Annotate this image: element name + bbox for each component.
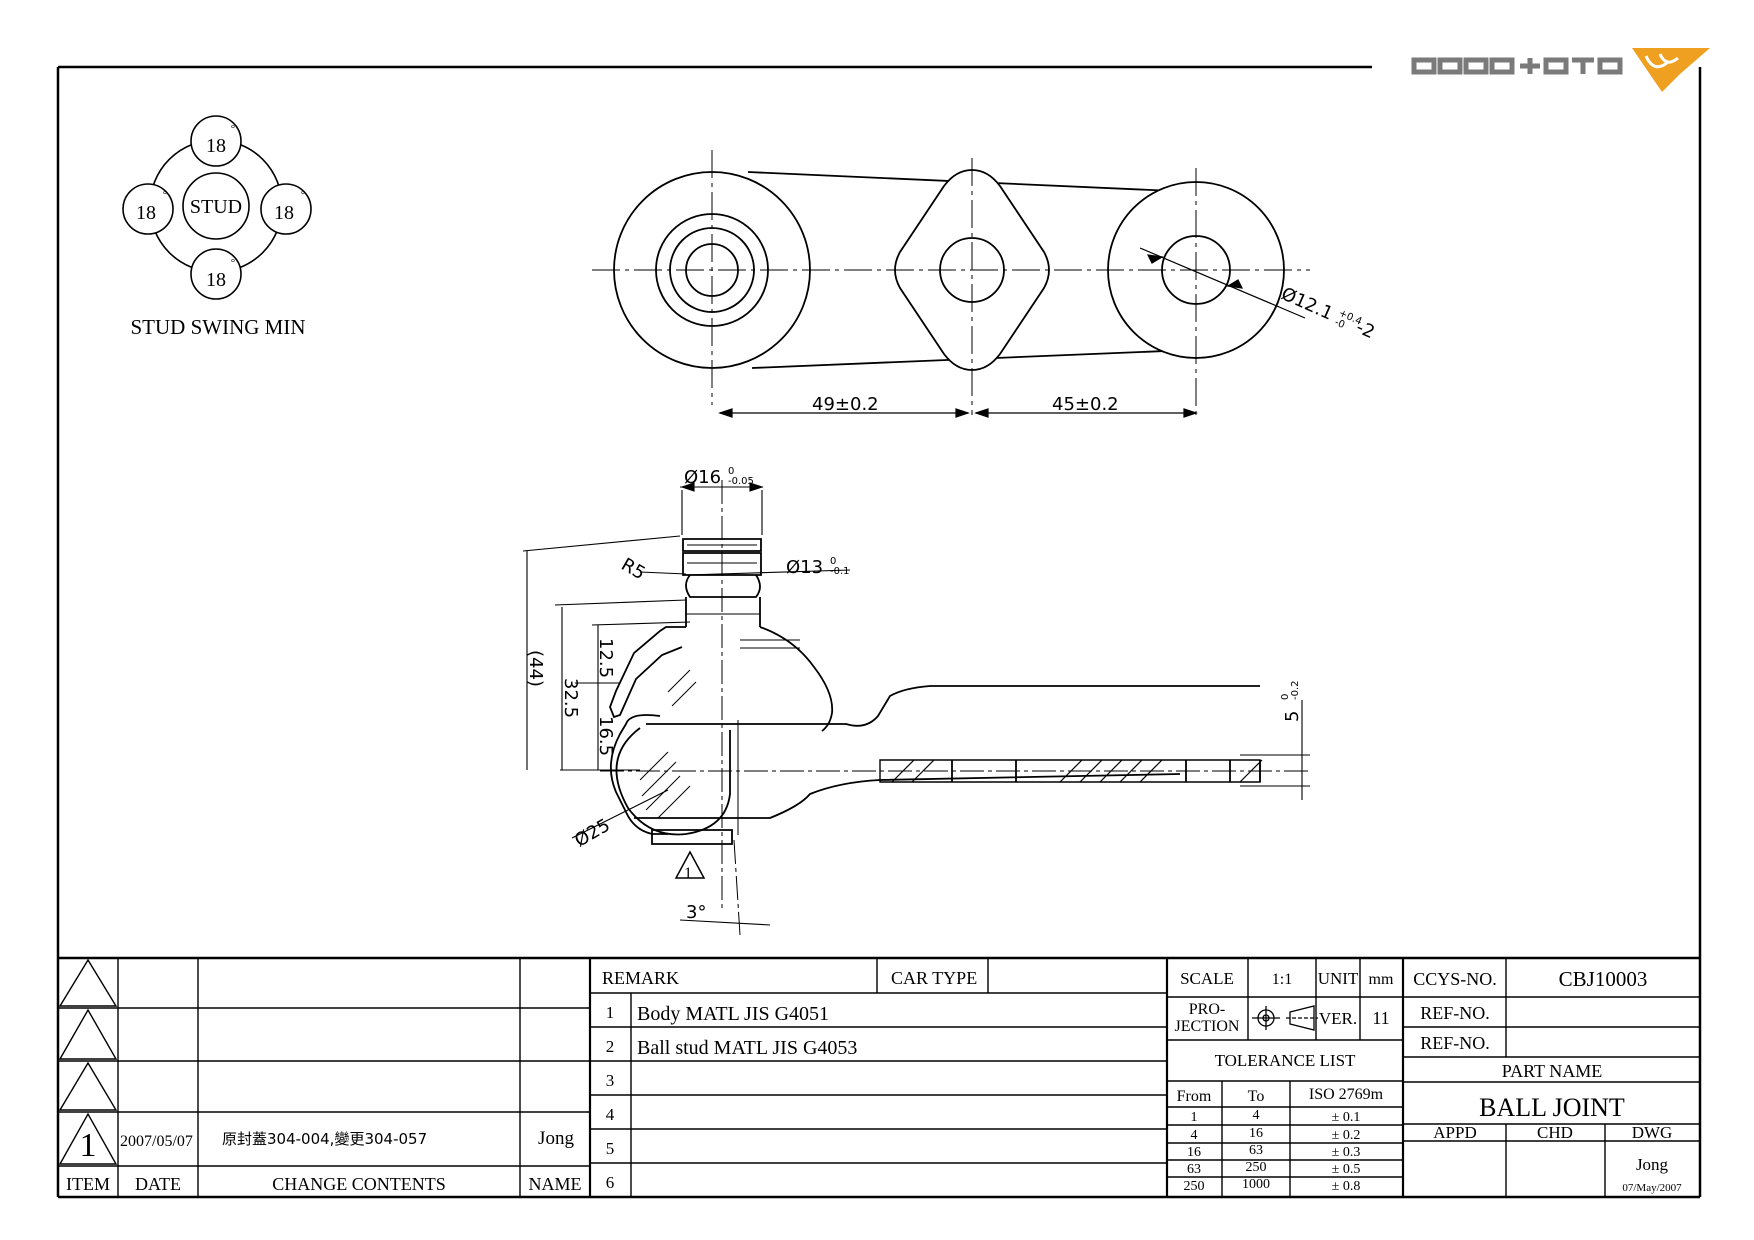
- dim-16-5: 16.5: [595, 716, 616, 756]
- tol-val-1: ± 0.1: [1332, 1110, 1361, 1125]
- remark-text-2: Ball stud MATL JIS G4053: [637, 1037, 857, 1059]
- swing-caption: STUD SWING MIN: [131, 315, 306, 339]
- scale-value: 1:1: [1272, 971, 1292, 988]
- tol-header-to: To: [1248, 1088, 1265, 1105]
- swing-deg-top: °: [231, 123, 235, 135]
- tolerance-title: TOLERANCE LIST: [1215, 1051, 1356, 1070]
- title-block-grid: [58, 958, 1700, 1197]
- remark-no-6: 6: [606, 1173, 615, 1192]
- dim-d13: Ø13: [786, 557, 823, 578]
- rev-header-item: ITEM: [66, 1174, 110, 1194]
- unit-value: mm: [1369, 971, 1394, 988]
- rev-header-name: NAME: [529, 1174, 582, 1194]
- swing-angle-top: 18: [206, 135, 226, 157]
- stud-swing-diagram: [122, 115, 312, 300]
- tol-to-4: 250: [1246, 1160, 1267, 1175]
- tol-from-3: 16: [1187, 1145, 1201, 1160]
- part-name-value: BALL JOINT: [1479, 1093, 1625, 1122]
- rev-contents-4: 原封蓋304-004,變更304-057: [222, 1130, 427, 1148]
- unit-label: UNIT: [1318, 969, 1359, 988]
- dwg-date: 07/May/2007: [1622, 1182, 1682, 1194]
- rev-date-4: 2007/05/07: [120, 1133, 193, 1150]
- dim-49: 49±0.2: [812, 394, 879, 415]
- swing-angle-right: 18: [274, 202, 294, 224]
- swing-angle-bottom: 18: [206, 269, 226, 291]
- remark-no-4: 4: [606, 1105, 615, 1124]
- swing-deg-bottom: °: [231, 257, 235, 269]
- company-logo: [1411, 48, 1710, 92]
- dim-3deg: 3°: [686, 902, 706, 923]
- remark-header: REMARK: [602, 968, 679, 988]
- swing-center-label: STUD: [190, 196, 242, 218]
- tol-from-1: 1: [1191, 1110, 1198, 1125]
- dim-45: 45±0.2: [1052, 394, 1119, 415]
- ver-value: 11: [1372, 1008, 1389, 1028]
- tol-val-4: ± 0.5: [1332, 1162, 1361, 1177]
- dim-d12: Ø12.1: [1278, 283, 1336, 324]
- ref-no-label-2: REF-NO.: [1420, 1033, 1490, 1053]
- swing-deg-right: °: [301, 189, 305, 201]
- tol-to-1: 4: [1253, 1108, 1260, 1123]
- car-type-label: CAR TYPE: [891, 968, 977, 988]
- projection-symbol-icon: [1252, 1005, 1318, 1031]
- ccys-no-value: CBJ10003: [1559, 967, 1648, 991]
- ref-no-label-1: REF-NO.: [1420, 1003, 1490, 1023]
- dim-5-tol-up: 0: [1280, 694, 1291, 700]
- dim-d12-tol-dn: -0: [1333, 317, 1347, 331]
- part-name-label: PART NAME: [1502, 1061, 1602, 1081]
- dim-d16-tol-dn: -0.05: [728, 476, 754, 487]
- tol-to-5: 1000: [1242, 1177, 1270, 1192]
- rev-mark-1: 1: [684, 865, 692, 882]
- ver-label: VER.: [1319, 1009, 1357, 1028]
- tol-val-5: ± 0.8: [1332, 1179, 1361, 1194]
- tol-header-from: From: [1177, 1088, 1212, 1105]
- dim-d16: Ø16: [684, 467, 721, 488]
- dim-32-5: 32.5: [560, 678, 581, 718]
- projection-label-2: JECTION: [1175, 1018, 1240, 1035]
- dim-12-5: 12.5: [595, 638, 616, 678]
- dim-d13-tol-dn: -0.1: [830, 566, 850, 577]
- remark-no-5: 5: [606, 1139, 615, 1158]
- rev-header-date: DATE: [135, 1174, 181, 1194]
- top-view: [592, 150, 1310, 418]
- tol-to-2: 16: [1249, 1126, 1263, 1141]
- ccys-no-label: CCYS-NO.: [1413, 969, 1497, 989]
- dim-5-tol-dn: -0.2: [1290, 680, 1301, 700]
- rev-item-4: 1: [80, 1127, 97, 1164]
- remark-text-1: Body MATL JIS G4051: [637, 1003, 829, 1025]
- chd-label: CHD: [1537, 1123, 1573, 1142]
- tol-from-2: 4: [1191, 1128, 1198, 1143]
- rev-header-contents: CHANGE CONTENTS: [272, 1174, 446, 1194]
- swing-deg-left: °: [163, 189, 167, 201]
- appd-label: APPD: [1433, 1123, 1476, 1142]
- swing-angle-left: 18: [136, 202, 156, 224]
- dwg-label: DWG: [1632, 1123, 1673, 1142]
- dim-d16-tol-up: 0: [728, 466, 734, 477]
- tol-val-2: ± 0.2: [1332, 1128, 1361, 1143]
- tol-from-4: 63: [1187, 1162, 1201, 1177]
- tol-from-5: 250: [1184, 1179, 1205, 1194]
- dim-5: 5: [1282, 711, 1303, 722]
- remark-no-1: 1: [606, 1003, 615, 1022]
- tol-header-iso: ISO 2769m: [1309, 1086, 1384, 1103]
- tol-val-3: ± 0.3: [1332, 1145, 1361, 1160]
- dim-d13-tol-up: 0: [830, 556, 836, 567]
- rev-name-4: Jong: [538, 1128, 574, 1149]
- remark-no-2: 2: [606, 1037, 615, 1056]
- dwg-value: Jong: [1636, 1155, 1669, 1174]
- section-view: [522, 480, 1310, 936]
- dim-44: (44): [525, 650, 546, 687]
- logo-swoosh-icon: [1632, 48, 1710, 92]
- dim-r5: R5: [618, 554, 649, 584]
- scale-label: SCALE: [1180, 969, 1234, 988]
- projection-label-1: PRO-: [1189, 1001, 1225, 1018]
- remark-no-3: 3: [606, 1071, 615, 1090]
- tol-to-3: 63: [1249, 1143, 1263, 1158]
